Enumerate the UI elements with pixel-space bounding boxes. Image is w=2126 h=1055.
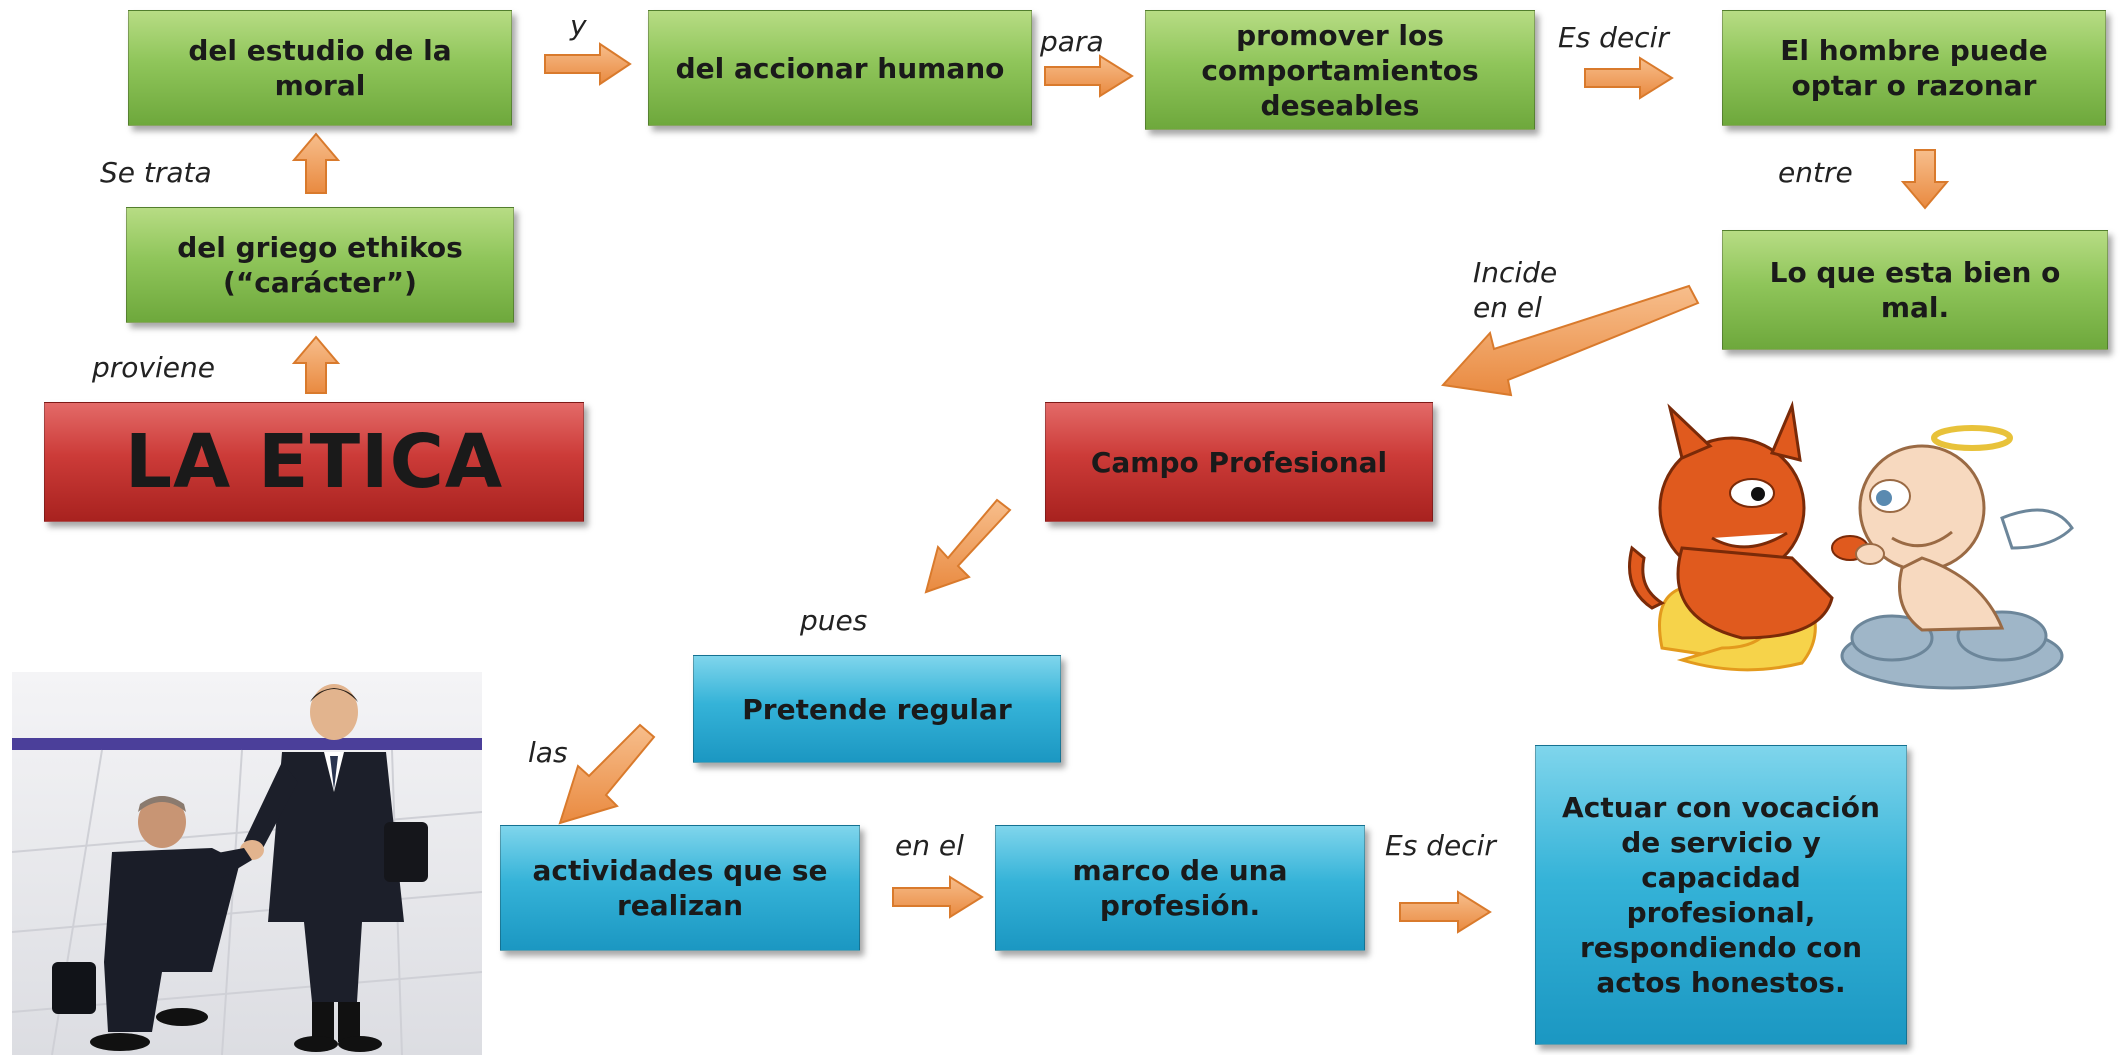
box-hombre-puede: El hombre puede optar o razonar [1722,10,2106,126]
box-actuar-vocacion: Actuar con vocación de servicio y capaci… [1535,745,1907,1045]
arrow-se-trata [291,132,341,194]
box-marco-profesion: marco de una profesión. [995,825,1365,951]
arrow-pues [924,498,1012,594]
label-entre: entre [1778,156,1853,189]
label-y: y [570,9,587,42]
label-es-decir-1: Es decir [1558,21,1669,54]
label-proviene: proviene [92,351,215,384]
box-promover-comportamientos: promover los comportamientos deseables [1145,10,1535,130]
label-en-el: en el [895,829,964,862]
box-bien-mal: Lo que esta bien o mal. [1722,230,2108,350]
label-incide: Incide en el [1473,256,1558,324]
label-las: las [528,736,568,769]
label-pues: pues [800,604,868,637]
arrow-incide [1441,284,1700,397]
arrow-entre [1900,149,1950,210]
devil-and-angel-cartoon [1628,400,2074,690]
arrow-es-decir-2 [1399,890,1492,934]
arrow-proviene [291,335,341,394]
arrow-en-el [892,875,984,919]
label-se-trata: Se trata [100,156,212,189]
arrow-para [1044,54,1134,98]
label-es-decir-2: Es decir [1385,829,1496,862]
box-campo-profesional: Campo Profesional [1045,402,1433,522]
label-para: para [1040,25,1104,58]
box-actividades: actividades que se realizan [500,825,860,951]
businessmen-handshake-photo [12,672,482,1055]
box-la-etica: LA ETICA [44,402,584,522]
box-estudio-moral: del estudio de la moral [128,10,512,126]
box-pretende-regular: Pretende regular [693,655,1061,763]
arrow-es-decir-1 [1584,56,1674,100]
arrow-y [544,42,632,86]
box-accionar-humano: del accionar humano [648,10,1032,126]
box-griego-ethikos: del griego ethikos (“carácter”) [126,207,514,323]
arrow-las [558,723,656,825]
